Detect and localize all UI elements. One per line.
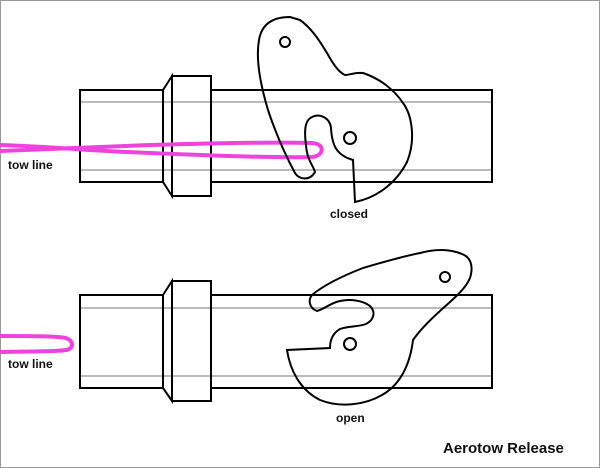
release-hook-open <box>285 249 473 406</box>
tow-line-open <box>0 334 74 354</box>
tube-open <box>79 294 493 389</box>
pivot-hole-top <box>279 36 291 48</box>
open-assembly <box>0 249 493 406</box>
tow-line-label-closed: tow line <box>8 158 53 172</box>
closed-state-label: closed <box>330 207 369 221</box>
diagram-title: Aerotow Release <box>443 440 564 457</box>
tow-line-closed <box>0 140 324 160</box>
release-hook-closed <box>256 15 413 204</box>
collar-closed <box>162 72 212 200</box>
closed-assembly <box>0 15 493 204</box>
collar-open <box>162 277 212 405</box>
open-state-label: open <box>336 411 365 425</box>
tow-line-label-open: tow line <box>8 357 53 371</box>
tube-closed <box>79 89 493 183</box>
pivot-hole-lower <box>343 337 357 351</box>
pivot-hole-lower <box>343 131 357 145</box>
pivot-hole-top <box>439 271 451 283</box>
